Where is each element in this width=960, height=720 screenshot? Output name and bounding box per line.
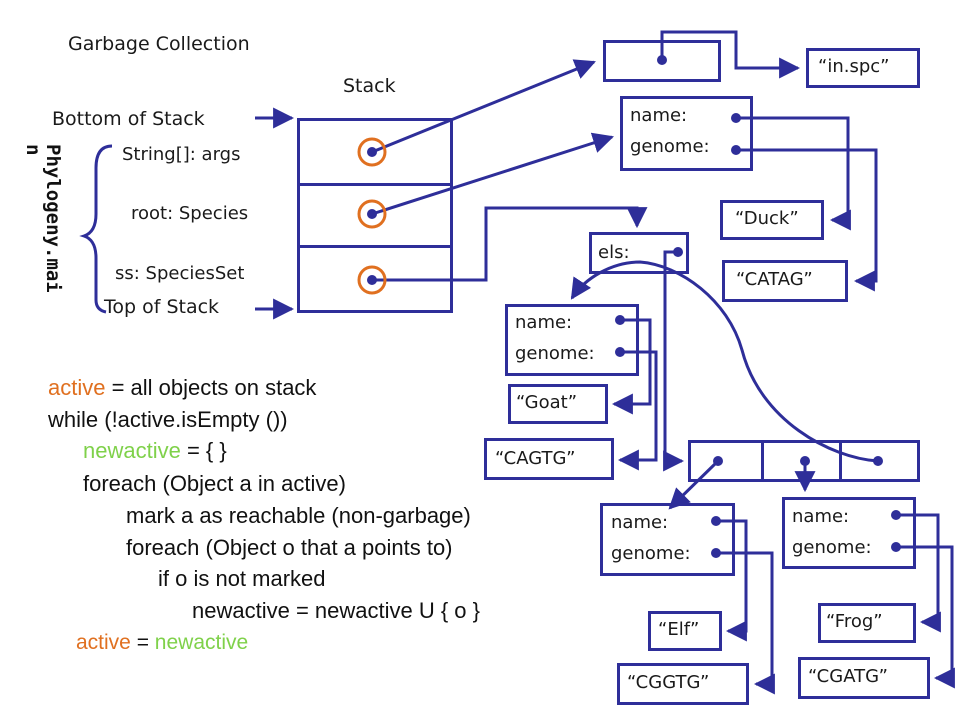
string-duck (720, 200, 824, 240)
els-cell-2-pointer (570, 260, 879, 463)
string-cagtg (484, 438, 614, 480)
bottom-of-stack-label: Bottom of Stack (52, 108, 205, 130)
species-root-genome-field: genome: (630, 136, 710, 157)
elf-name-pointer (716, 519, 748, 642)
algo-line-8: newactive = newactive U { o } (192, 598, 480, 623)
dot-elf-name (711, 516, 721, 526)
string-cggtg-text: “CGGTG” (627, 672, 710, 693)
dot-stack-ss (367, 275, 377, 285)
dot-root-genome (731, 145, 741, 155)
dot-stack-root (367, 209, 377, 219)
args-pointer (371, 59, 596, 154)
string-elf-text: “Elf” (658, 619, 700, 640)
dot-frog-genome (891, 542, 901, 552)
args-element-pointer (660, 30, 801, 79)
dot-els-cell-2 (873, 456, 883, 466)
dot-frog-name (891, 510, 901, 520)
dot-els-cell-0 (713, 456, 723, 466)
stack-var-root: root: Species (131, 203, 249, 224)
string-goat-text: “Goat” (516, 392, 578, 413)
algo-active-kw-1: active (48, 375, 106, 400)
string-cagtg-text: “CAGTG” (495, 448, 576, 469)
frog-name-pointer (896, 513, 941, 633)
els-pointer (663, 250, 685, 472)
dot-root-name (731, 113, 741, 123)
algo-line-3-rest: = { } (180, 438, 227, 463)
string-catag-text: “CATAG” (736, 269, 813, 290)
dot-elf-genome (711, 548, 721, 558)
species-frog-object (782, 497, 916, 569)
root-marker-args (357, 137, 387, 167)
species-root-name-field: name: (630, 105, 688, 126)
string-frog (818, 603, 916, 643)
string-goat (508, 384, 608, 424)
dot-stack-args (367, 147, 377, 157)
species-elf-genome-field: genome: (611, 543, 691, 564)
string-cggtg (617, 663, 749, 705)
stack-heading: Stack (343, 75, 396, 97)
algo-line-4: foreach (Object a in active) (83, 471, 346, 496)
root-name-pointer (736, 116, 851, 231)
root-genome-pointer (736, 148, 878, 292)
string-duck-text: “Duck” (735, 208, 799, 229)
algo-line-1-rest: = all objects on stack (105, 375, 317, 400)
algo-newactive-kw-2: newactive (154, 631, 249, 654)
species-goat-object (505, 304, 639, 376)
els-cell-0-pointer (668, 459, 720, 510)
phylogeny-brace (79, 144, 113, 314)
species-frog-name-field: name: (792, 506, 850, 527)
stack-var-ss: ss: SpeciesSet (115, 263, 245, 284)
goat-name-pointer (611, 318, 652, 415)
string-frog-text: “Frog” (826, 611, 883, 632)
speciesset-els-field: els: (598, 242, 630, 263)
frog-genome-pointer (896, 545, 955, 689)
species-goat-genome-field: genome: (515, 343, 595, 364)
string-in-spc-text: “in.spc” (818, 56, 890, 77)
dot-els (673, 247, 683, 257)
root-marker-ss (357, 265, 387, 295)
species-root-object (620, 96, 753, 171)
algo-line-7: if o is not marked (158, 566, 326, 591)
goat-genome-pointer (617, 350, 658, 471)
algo-active-kw-2: active (76, 631, 131, 654)
dot-goat-genome (615, 347, 625, 357)
algo-line-3: newactive = { } (83, 440, 227, 462)
dot-args-element (657, 55, 667, 65)
top-of-stack-label: Top of Stack (104, 296, 220, 318)
string-elf (648, 611, 722, 651)
species-frog-genome-field: genome: (792, 537, 872, 558)
stack-var-args: String[]: args (122, 144, 241, 165)
dot-goat-name (615, 315, 625, 325)
string-cgatg-text: “CGATG” (808, 666, 888, 687)
species-elf-object (600, 503, 735, 576)
algo-newactive-kw-1: newactive (83, 438, 181, 463)
string-catag (722, 260, 848, 302)
diagram-title: Garbage Collection (68, 33, 250, 55)
algo-line-6: foreach (Object o that a points to) (126, 535, 453, 560)
species-elf-name-field: name: (611, 512, 669, 533)
algo-line-9: active = newactive (76, 632, 248, 653)
algo-line-9-mid: = (130, 631, 155, 654)
algo-line-1: active = all objects on stack (48, 377, 316, 399)
species-goat-name-field: name: (515, 312, 573, 333)
root-pointer (371, 132, 614, 216)
algo-line-2: while (!active.isEmpty ()) (48, 407, 288, 432)
string-in-spc (806, 48, 920, 88)
ss-pointer (372, 206, 648, 282)
root-marker-root (357, 199, 387, 229)
dot-els-cell-1 (800, 456, 810, 466)
elf-genome-pointer (716, 551, 775, 695)
algo-line-5: mark a as reachable (non-garbage) (126, 503, 471, 528)
string-cgatg (798, 657, 930, 699)
